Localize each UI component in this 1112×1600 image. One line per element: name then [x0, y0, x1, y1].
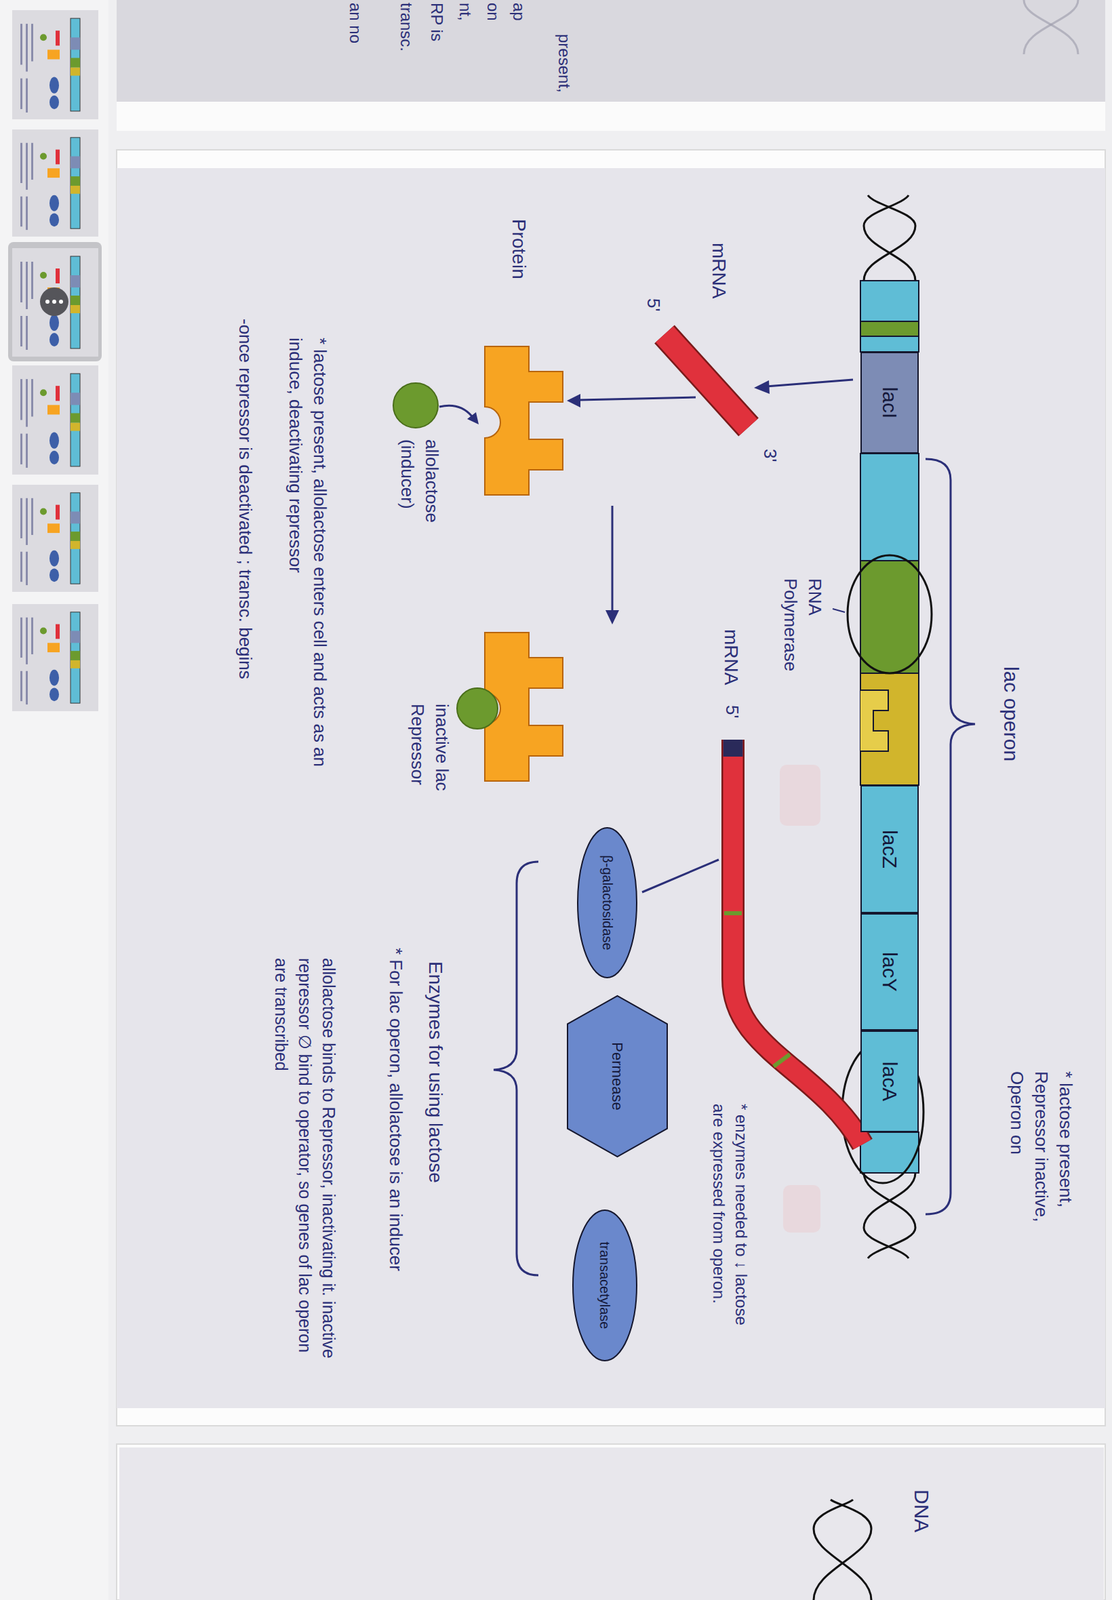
node-label: lacY — [876, 951, 903, 992]
handwritten-note: mRNA — [718, 629, 745, 685]
handwritten-note: mRNA — [705, 242, 733, 299]
mrna-transcript — [724, 739, 863, 1145]
note-box: DNA — [907, 1489, 936, 1533]
gene-segment: lacI — [860, 351, 919, 454]
handwritten-note: Enzymes for using lactose — [422, 961, 449, 1184]
handwritten-note: ap — [507, 2, 531, 22]
note-box: RNA Polymerase — [778, 578, 828, 694]
enzyme-oval: β-galactosidase — [576, 826, 639, 980]
note-box: * enzymes needed to ↓ lactose are expres… — [707, 1103, 753, 1335]
note-box: mRNA — [718, 629, 745, 685]
handwritten-note: allolactose (inducer) — [395, 439, 445, 575]
handwritten-note: RNA Polymerase — [778, 578, 828, 694]
handwritten-note: transc. — [395, 2, 418, 52]
gene-segment: lacY — [860, 913, 919, 1031]
rna-polymerase-outline — [847, 555, 932, 674]
page-panels — [116, 0, 1106, 1600]
allolactose-molecule — [393, 383, 439, 428]
arrow — [439, 405, 479, 425]
note-box: ap — [507, 2, 531, 22]
rotated-page: DNA — [119, 1447, 1106, 1600]
note-box: allolactose (inducer) — [395, 439, 445, 575]
enzyme-hexagon: Permease — [566, 994, 669, 1159]
note-box: mRNA — [705, 242, 733, 299]
enzyme-shape — [567, 996, 668, 1157]
node-label: transacetylase — [596, 1242, 614, 1330]
note-box: an no — [344, 2, 367, 44]
operon-brace — [925, 459, 976, 1215]
note-box: Enzymes for using lactose — [422, 961, 449, 1184]
handwritten-note: on — [482, 2, 505, 22]
node-label: β-galactosidase — [598, 855, 616, 950]
node-label: lacA — [876, 1061, 903, 1102]
note-box: * lactose present, Repressor inactive, O… — [1004, 1071, 1079, 1268]
note-box: Protein — [505, 219, 533, 280]
translation-line — [642, 859, 719, 893]
dna-bar — [860, 280, 919, 1174]
bleed-through-ghosts — [779, 764, 821, 1233]
handwritten-note: nt, — [454, 2, 477, 22]
enzyme-shape — [572, 1210, 637, 1361]
gene-segment: lacZ — [860, 785, 919, 914]
rotated-page: lac operon * lactose present, Repressor i… — [116, 168, 1106, 1409]
node-label: lacI — [876, 387, 903, 420]
note-box: 5' — [641, 298, 666, 312]
page-thumbnails — [8, 10, 102, 712]
arrow — [753, 379, 853, 394]
note-box: * For lac operon, allolactose is an indu… — [383, 947, 409, 1301]
node-label: lacZ — [876, 829, 903, 869]
handwritten-note: 5' — [641, 298, 666, 312]
node-label: Permease — [608, 1042, 628, 1110]
arrow — [566, 393, 696, 408]
handwritten-note: 5' — [720, 705, 745, 719]
handwritten-note: * lactose present, allolactose enters ce… — [283, 337, 333, 779]
leader-line — [832, 608, 845, 613]
handwritten-note: * enzymes needed to ↓ lactose are expres… — [707, 1103, 753, 1335]
note-box: on — [482, 2, 505, 22]
handwritten-note: allolactose binds to Repressor, inactiva… — [269, 958, 341, 1365]
handwritten-note: lac operon — [997, 666, 1026, 762]
dna-helix — [119, 1447, 1106, 1600]
enzyme-shape — [577, 827, 637, 978]
arrow — [605, 505, 620, 625]
note-box: nt, — [454, 2, 477, 22]
handwritten-note: 3' — [758, 448, 783, 462]
repressor-protein — [484, 346, 563, 495]
handwritten-note: inactive lac Repressor — [405, 703, 455, 840]
gene-segment: lacA — [860, 1030, 919, 1133]
note-box: -once repressor is deactivated ; transc.… — [233, 318, 258, 680]
faint-helix — [116, 0, 1106, 102]
note-box: lac operon — [997, 666, 1026, 762]
handwritten-note: * For lac operon, allolactose is an indu… — [383, 947, 409, 1301]
note-box: present, — [553, 33, 576, 93]
handwritten-note: * lactose present, Repressor inactive, O… — [1004, 1071, 1079, 1268]
enzyme-brace — [493, 861, 539, 1276]
handwritten-note: Protein — [505, 219, 533, 280]
note-box: * lactose present, allolactose enters ce… — [283, 337, 333, 779]
handwritten-note: present, — [553, 33, 576, 93]
note-box: 5' — [720, 705, 745, 719]
handwritten-note: DNA — [907, 1489, 936, 1533]
note-box: 3' — [758, 448, 783, 462]
handwritten-note: RP is — [425, 2, 449, 42]
note-box: allolactose binds to Repressor, inactiva… — [269, 958, 341, 1365]
note-box: inactive lac Repressor — [405, 703, 455, 840]
handwritten-note: an no — [344, 2, 367, 44]
note-box: transc. — [395, 2, 418, 52]
handwritten-note: -once repressor is deactivated ; transc.… — [233, 318, 258, 680]
previous-page: present, aponnt,RP is transc. an no — [116, 0, 1106, 102]
notebook-photo: lac operon * lactose present, Repressor i… — [116, 168, 1106, 1409]
inactive-repressor — [457, 632, 563, 782]
rotated-page: present, aponnt,RP is transc. an no — [116, 0, 1106, 102]
next-page: DNA — [119, 1447, 1106, 1600]
enzyme-oval: transacetylase — [571, 1208, 639, 1363]
mrna-strand — [664, 334, 749, 428]
note-box: RP is — [425, 2, 449, 42]
